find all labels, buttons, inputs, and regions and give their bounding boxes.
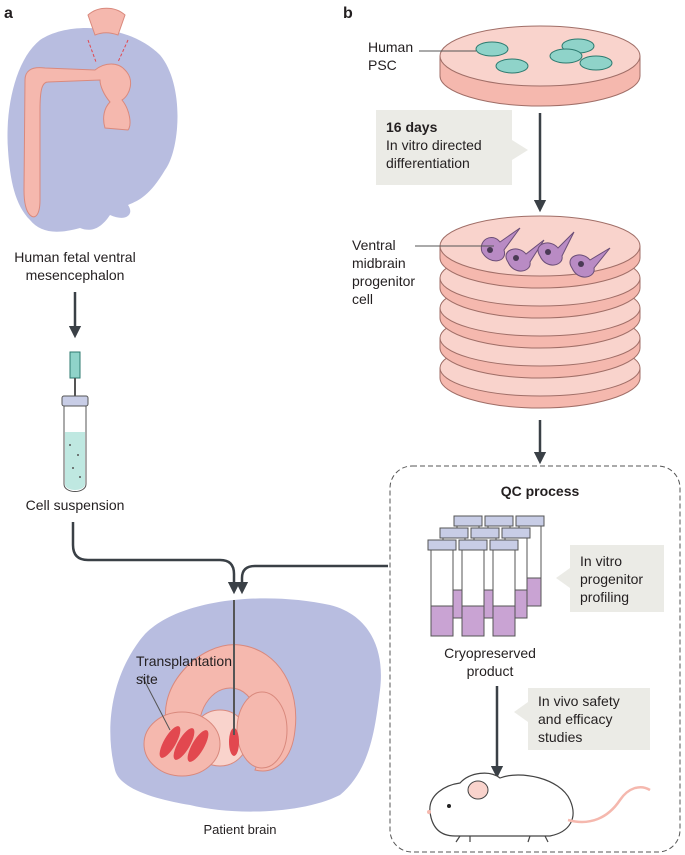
diff-days: 16 days	[386, 119, 438, 135]
progenitor-line2: midbrain	[352, 255, 406, 271]
arrow-suspension-to-brain	[71, 522, 241, 595]
progenitor-line4: cell	[352, 291, 373, 307]
panel-letter-b: b	[343, 5, 353, 22]
progenitor-line3: progenitor	[352, 273, 415, 289]
psc-label-line1: Human	[368, 39, 413, 55]
vivo-line2: and efficacy	[538, 711, 612, 727]
panel-letter-a: a	[4, 5, 13, 22]
cryo-line1: Cryopreserved	[444, 645, 536, 661]
fetal-label-line1: Human fetal ventral	[14, 249, 135, 265]
fetal-embryo-illustration	[7, 7, 178, 232]
brain-label: Patient brain	[204, 822, 277, 837]
vivo-line3: studies	[538, 729, 582, 745]
diff-line1: In vitro directed	[386, 137, 482, 153]
profiling-line1: In vitro	[580, 553, 622, 569]
qc-title: QC process	[501, 483, 580, 499]
invivo-callout	[514, 688, 650, 750]
psc-label-line2: PSC	[368, 57, 397, 73]
progenitor-line1: Ventral	[352, 237, 396, 253]
progenitor-dish-stack	[415, 215, 641, 409]
arrow-product-to-brain	[235, 564, 388, 595]
transplant-label-line1: Transplantation	[136, 653, 232, 669]
cryovial-array	[427, 515, 545, 637]
cryo-line2: product	[467, 663, 514, 679]
fetal-label-line2: mesencephalon	[26, 267, 125, 283]
patient-brain-illustration	[110, 598, 381, 812]
qc-process-box	[389, 465, 681, 853]
profiling-line2: progenitor	[580, 571, 643, 587]
mouse-illustration	[427, 772, 651, 843]
cell-suspension-tube	[61, 351, 89, 492]
profiling-callout	[556, 545, 664, 612]
profiling-line3: profiling	[580, 589, 629, 605]
suspension-label: Cell suspension	[26, 497, 125, 513]
diff-line2: differentiation	[386, 155, 470, 171]
psc-culture-dish	[419, 25, 641, 107]
vivo-line1: In vivo safety	[538, 693, 620, 709]
transplant-label-line2: site	[136, 671, 158, 687]
differentiation-callout	[376, 110, 528, 185]
